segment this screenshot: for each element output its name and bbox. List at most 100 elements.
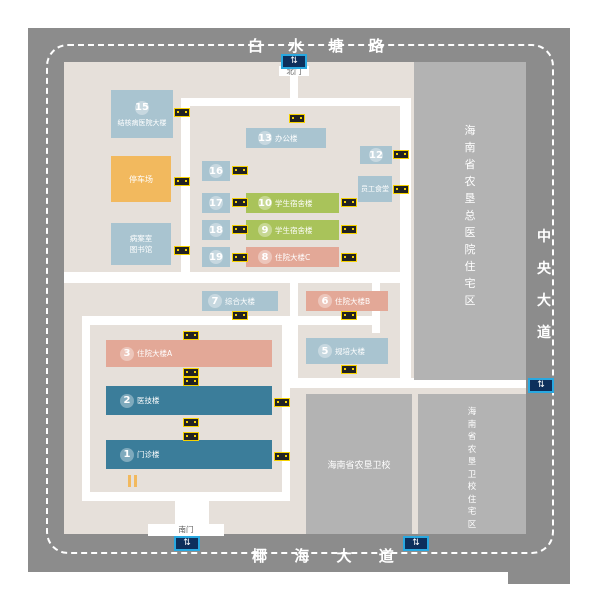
building-19[interactable]: 19 <box>202 247 230 267</box>
building-label: 住院大楼A <box>137 349 173 358</box>
building-label: 综合大楼 <box>225 296 255 306</box>
path <box>282 316 290 501</box>
building-number: 10 <box>258 196 272 210</box>
building-2[interactable]: 2 医技楼 <box>106 386 272 415</box>
building-label: 办公楼 <box>275 133 298 143</box>
road-char: 中 <box>537 229 551 245</box>
area-char: 卫 <box>467 469 477 480</box>
north-gate-icon[interactable]: ⇅ <box>281 54 307 69</box>
south-gate-icon[interactable]: ⇅ <box>174 536 200 551</box>
building-number: 16 <box>209 164 223 178</box>
path <box>290 378 526 388</box>
area-char: 校 <box>467 482 477 492</box>
building-number: 7 <box>208 294 222 308</box>
area-char: 海 <box>467 407 477 417</box>
building-number: 1 <box>120 447 134 462</box>
building-number: 8 <box>258 250 272 264</box>
pedestrian-marker <box>134 475 137 487</box>
road-char: 道 <box>378 547 396 565</box>
road-char: 白 <box>248 37 266 55</box>
entrance-icon <box>232 225 248 234</box>
area-char: 院 <box>464 243 476 256</box>
building-label: 住院大楼C <box>275 252 311 262</box>
pedestrian-marker <box>128 475 131 487</box>
building-number: 12 <box>369 148 383 162</box>
building-18[interactable]: 18 <box>202 220 230 240</box>
school-residential-area: 海 南 省 农 垦 卫 校 住 宅 区 <box>418 394 526 534</box>
entrance-icon <box>232 311 248 320</box>
path <box>181 98 190 276</box>
path <box>181 98 411 106</box>
entrance-icon <box>341 311 357 320</box>
area-char: 医 <box>464 226 476 239</box>
road-name-north: 白 水 塘 路 <box>248 35 386 56</box>
path <box>290 62 298 102</box>
building-label: 结核病医院大楼 <box>117 118 167 127</box>
entrance-icon <box>174 108 190 117</box>
entrance-icon <box>274 452 290 461</box>
south-gate-label: 南门 <box>148 524 224 536</box>
building-5[interactable]: 5 规培大楼 <box>306 338 388 364</box>
road-char: 大 <box>336 547 354 565</box>
entrance-icon <box>174 246 190 255</box>
area-char: 南 <box>464 141 476 154</box>
road-south-east-spur <box>508 572 570 584</box>
area-char: 农 <box>467 444 477 455</box>
area-char: 农 <box>464 175 476 188</box>
building-6[interactable]: 6 住院大楼B <box>306 291 388 311</box>
entrance-icon <box>274 398 290 407</box>
building-12-canteen[interactable]: 员工食堂 <box>358 176 392 202</box>
area-char: 宅 <box>467 507 477 517</box>
building-number: 13 <box>258 131 272 145</box>
building-7[interactable]: 7 综合大楼 <box>202 291 278 311</box>
entrance-icon <box>174 177 190 186</box>
building-8[interactable]: 8 住院大楼C <box>246 247 339 267</box>
area-char: 垦 <box>467 457 477 467</box>
area-char: 宅 <box>464 277 476 290</box>
archive-library[interactable]: 病案室 图书馆 <box>111 223 171 265</box>
building-label: 医技楼 <box>137 396 160 405</box>
building-number: 2 <box>120 393 134 408</box>
parking-lot[interactable]: 停车场 <box>111 156 171 202</box>
path <box>82 316 90 501</box>
entrance-icon <box>393 150 409 159</box>
southeast-gate-icon[interactable]: ⇅ <box>403 536 429 551</box>
road-name-south: 椰 海 大 道 <box>252 545 396 566</box>
building-label: 学生宿舍楼 <box>275 198 313 208</box>
building-12[interactable]: 12 <box>360 146 392 164</box>
path <box>290 283 298 383</box>
area-char: 垦 <box>464 192 476 205</box>
building-3[interactable]: 3 住院大楼A <box>106 340 272 367</box>
entrance-icon <box>341 198 357 207</box>
road-name-east: 中 央 大 道 <box>536 226 552 354</box>
area-char: 海 <box>464 124 476 137</box>
building-16[interactable]: 16 <box>202 161 230 181</box>
east-gate-icon[interactable]: ⇅ <box>528 378 554 393</box>
entrance-icon <box>183 418 199 427</box>
road-char: 水 <box>288 37 306 55</box>
building-label: 规培大楼 <box>335 346 365 356</box>
area-char: 住 <box>467 494 477 505</box>
building-17[interactable]: 17 <box>202 193 230 213</box>
entrance-icon <box>232 166 248 175</box>
entrance-icon <box>183 432 199 441</box>
building-1[interactable]: 1 门诊楼 <box>106 440 272 469</box>
path <box>400 98 411 388</box>
road-char: 海 <box>294 547 312 565</box>
parking-label: 停车场 <box>129 174 153 184</box>
building-number: 3 <box>120 346 134 361</box>
building-13[interactable]: 13 办公楼 <box>246 128 326 148</box>
road-dashed-line <box>46 44 554 554</box>
entrance-icon <box>341 253 357 262</box>
building-label: 住院大楼B <box>335 296 371 306</box>
building-number: 17 <box>209 196 223 210</box>
building-label: 员工食堂 <box>361 185 389 193</box>
building-9[interactable]: 9 学生宿舍楼 <box>246 220 339 240</box>
library-label: 图书馆 <box>129 245 153 254</box>
road-char: 央 <box>537 261 551 277</box>
area-char: 省 <box>464 158 476 171</box>
area-char: 住 <box>464 260 476 273</box>
building-15[interactable]: 15 结核病医院大楼 <box>111 90 173 138</box>
building-10[interactable]: 10 学生宿舍楼 <box>246 193 339 213</box>
entrance-icon <box>341 225 357 234</box>
